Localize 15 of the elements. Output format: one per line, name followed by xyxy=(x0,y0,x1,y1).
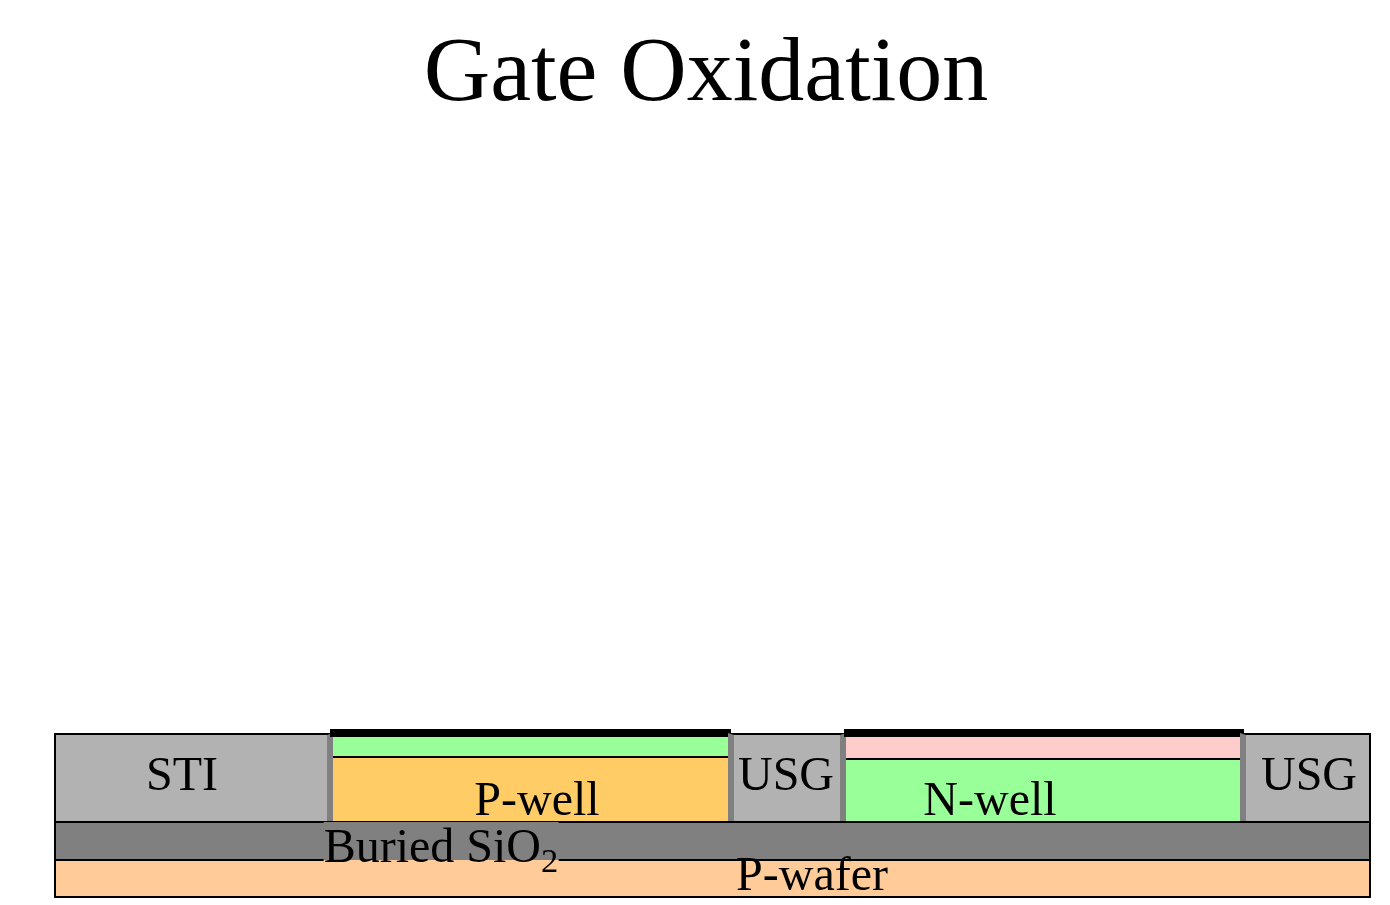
layer-label: Buried SiO$_{2}$ xyxy=(323,821,559,870)
well-region xyxy=(846,760,1240,821)
region-label: USG xyxy=(738,749,834,798)
surface-layer xyxy=(846,737,1240,760)
well-region xyxy=(333,758,728,821)
surface-layer xyxy=(333,737,728,758)
region-label: USG xyxy=(1261,749,1357,798)
region-label: N-well xyxy=(923,774,1057,823)
region-label: P-well xyxy=(474,774,600,823)
oxide-block xyxy=(728,733,846,821)
isolation-block xyxy=(54,733,333,821)
layer-label: P-wafer xyxy=(736,849,888,898)
diagram-title: Gate Oxidation xyxy=(423,22,989,115)
oxide-block xyxy=(1240,733,1371,821)
region-label: STI xyxy=(146,749,218,798)
